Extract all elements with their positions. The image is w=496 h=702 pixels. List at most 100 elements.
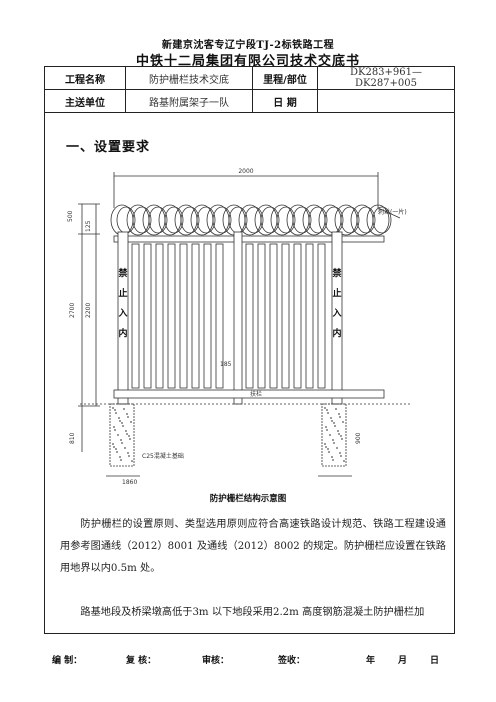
concrete-speck [332, 459, 334, 461]
picket [143, 243, 152, 389]
picket [215, 243, 224, 389]
concrete-speck [119, 456, 121, 458]
sign-left-4: 内 [118, 327, 127, 339]
bar-label: 扶栏 [250, 390, 262, 398]
concrete-speck [340, 455, 342, 457]
concrete-speck [340, 435, 342, 437]
sign-right-2: 止 [332, 287, 341, 299]
unit-value: 路基附属架子一队 [125, 89, 253, 113]
wire-coil-inner [164, 206, 184, 234]
dim-base-left: 810 [69, 432, 76, 444]
concrete-speck [115, 412, 117, 414]
wire-coil-inner [260, 206, 280, 234]
concrete-speck [330, 417, 332, 419]
sign-right-1: 禁 [332, 267, 341, 279]
mileage-label: 里程/部位 [252, 66, 318, 90]
date-value [317, 89, 455, 113]
date-label: 日 期 [252, 89, 318, 113]
concrete-speck [338, 433, 340, 435]
concrete-speck [343, 460, 345, 462]
concrete-speck [333, 422, 335, 424]
concrete-note: C25混凝土基础 [142, 452, 184, 460]
concrete-speck [324, 443, 326, 445]
concrete-speck [332, 439, 334, 441]
concrete-speck [113, 426, 115, 428]
concrete-speck [126, 433, 128, 435]
concrete-speck [331, 420, 333, 422]
picket [293, 243, 302, 389]
concrete-speck [112, 407, 114, 409]
footer-sign: 签收： [278, 656, 306, 666]
concrete-speck [127, 416, 129, 418]
concrete-speck [335, 408, 337, 410]
footer-audit: 审核： [202, 656, 230, 666]
sign-left-1: 禁 [118, 267, 127, 279]
wire-coil-inner [132, 206, 152, 234]
concrete-speck [342, 421, 344, 423]
picket [245, 243, 254, 389]
picket [281, 243, 290, 389]
concrete-speck [339, 452, 341, 454]
info-row-1: 工程名称 防护栅栏技术交底 里程/部位 DK283+961—DK287+005 [44, 66, 455, 90]
concrete-speck [116, 451, 118, 453]
mileage-value: DK283+961—DK287+005 [317, 66, 455, 90]
concrete-speck [123, 408, 125, 410]
wire-coil-inner [180, 206, 200, 234]
wire-coil [366, 204, 390, 236]
concrete-speck [112, 443, 114, 445]
concrete-speck [121, 422, 123, 424]
footer-day: 日 [430, 656, 440, 666]
razor-wire [110, 204, 392, 236]
paragraph-2: 路基地段及桥梁墩高低于3m 以下地段采用2.2m 高度钢筋混凝土防护栅栏加 [80, 607, 425, 618]
concrete-speck [338, 413, 340, 415]
wire-coil-inner [148, 206, 168, 234]
post-middle [233, 231, 243, 405]
concrete-speck [131, 460, 133, 462]
concrete-speck [114, 429, 116, 431]
concrete-speck [325, 446, 327, 448]
concrete-speck [328, 451, 330, 453]
concrete-speck [129, 438, 131, 440]
concrete-speck [113, 446, 115, 448]
concrete-speck [124, 447, 126, 449]
unit-label: 主送单位 [44, 89, 126, 113]
project-name-label: 工程名称 [44, 66, 126, 90]
concrete-speck [326, 409, 328, 411]
concrete-speck [333, 442, 335, 444]
picket [167, 243, 176, 389]
wire-coil-inner [292, 206, 312, 234]
concrete-speck [341, 438, 343, 440]
picket [257, 243, 266, 389]
concrete-speck [331, 456, 333, 458]
concrete-speck [122, 425, 124, 427]
picket [305, 243, 314, 389]
wire-coil-inner [372, 206, 392, 234]
info-table: 工程名称 防护栅栏技术交底 里程/部位 DK283+961—DK287+005 … [44, 66, 455, 113]
dim-top: 2000 [238, 168, 253, 175]
note-top: 刺丝(一片) [378, 208, 407, 216]
sign-left-2: 止 [118, 287, 127, 299]
concrete-speck [326, 429, 328, 431]
foundation-right [321, 403, 347, 467]
project-title: 新建京沈客专辽宁段TJ-2标铁路工程 [161, 40, 335, 51]
sign-right-3: 入 [331, 308, 341, 319]
concrete-speck [324, 407, 326, 409]
concrete-speck [327, 412, 329, 414]
signature-footer: 编 制： 复 核： 审核： 签收： 年 月 日 [52, 653, 452, 667]
picket [269, 243, 278, 389]
picket [131, 243, 140, 389]
concrete-speck [115, 448, 117, 450]
picket [191, 243, 200, 389]
wire-coil-inner [324, 206, 344, 234]
wire-coil-inner [276, 206, 296, 234]
dim-left-total: 2700 [69, 303, 76, 318]
concrete-speck [329, 434, 331, 436]
footer-month: 月 [398, 656, 408, 666]
wire-coil-inner [340, 206, 360, 234]
concrete-speck [114, 409, 116, 411]
footer-compile: 编 制： [52, 656, 83, 666]
dim-base-right: 900 [355, 432, 362, 444]
concrete-speck [120, 459, 122, 461]
wire-coil-inner [228, 206, 248, 234]
wire-coil-inner [212, 206, 232, 234]
